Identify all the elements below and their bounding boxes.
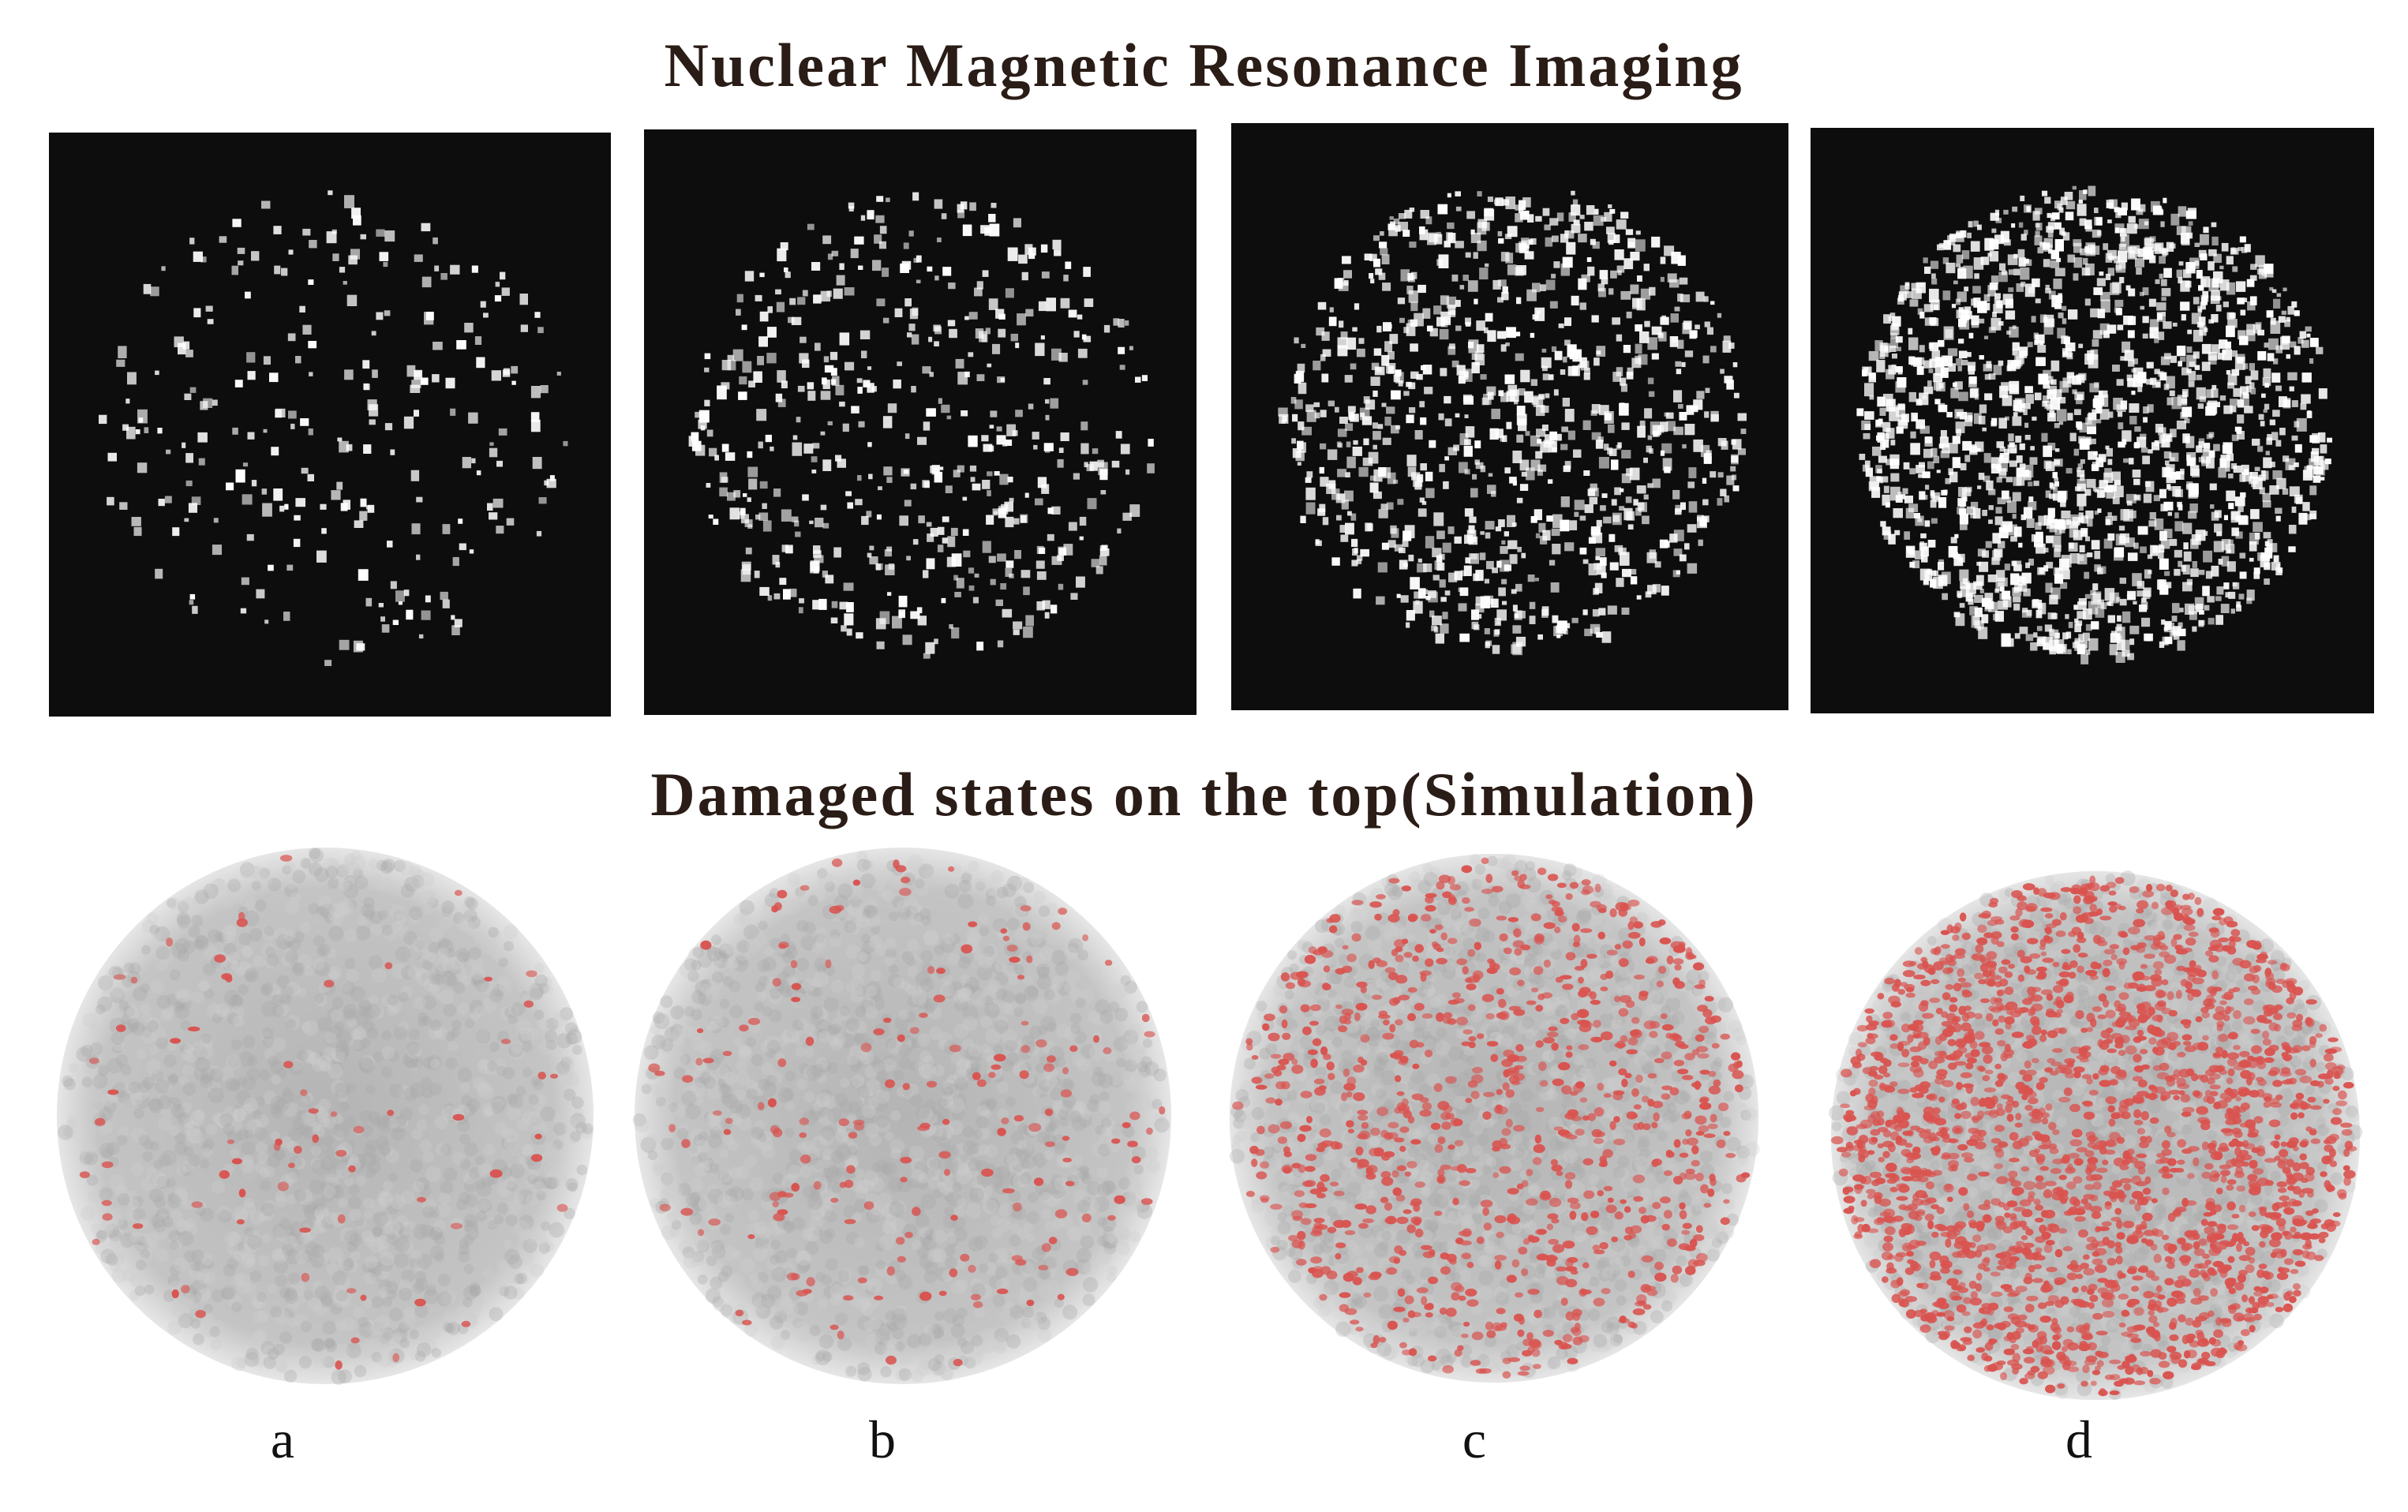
simulation-disc-a — [57, 848, 594, 1385]
nmr-image-c — [1231, 123, 1788, 710]
simulation-image-c — [1222, 846, 1766, 1390]
nmr-image-b — [644, 129, 1197, 715]
panel-label-a: a — [270, 1409, 295, 1469]
nmr-speckle-c — [1278, 190, 1747, 656]
simulation-title: Damaged states on the top(Simulation) — [650, 760, 1758, 829]
nmr-title: Nuclear Magnetic Resonance Imaging — [664, 31, 1744, 99]
nmr-speckle-b — [688, 192, 1155, 659]
simulation-disc-d — [1829, 870, 2363, 1401]
simulation-image-a — [49, 840, 601, 1392]
nmr-speckle-a — [99, 190, 568, 666]
panel-label-c: c — [1462, 1409, 1487, 1469]
nmr-image-d — [1811, 128, 2374, 713]
nmr-image-a — [49, 133, 611, 717]
simulation-image-d — [1823, 863, 2368, 1408]
simulation-disc-c — [1229, 853, 1760, 1383]
simulation-disc-b — [632, 848, 1171, 1384]
nmr-speckle-d — [1856, 185, 2332, 664]
simulation-image-b — [627, 840, 1179, 1392]
panel-label-b: b — [869, 1409, 896, 1469]
panel-label-d: d — [2065, 1409, 2092, 1469]
